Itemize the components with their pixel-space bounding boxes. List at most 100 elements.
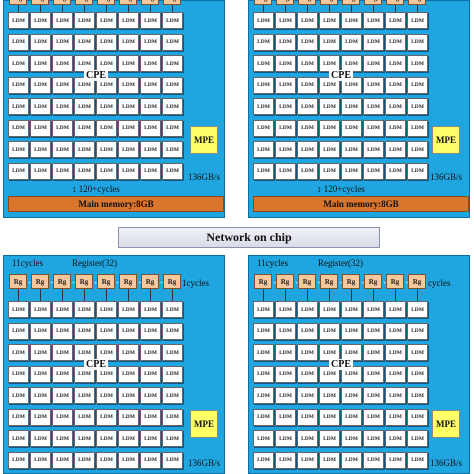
ldm-cell: LDM [385,451,406,469]
register-cell: Rg [163,274,181,289]
ldm-cell: LDM [52,365,73,383]
ldm-cell: LDM [30,162,51,180]
ldm-cell: LDM [407,322,428,340]
ldm-cell: LDM [275,98,296,115]
ldm-cell: LDM [118,119,139,137]
ldm-cell: LDM [275,322,296,340]
ldm-cell: LDM [162,55,183,72]
register-connector [172,289,173,301]
register-cell: Rg [97,274,115,289]
ldm-cell: LDM [341,387,362,404]
cycles-header: 11cycles [12,258,44,268]
ldm-cell: LDM [253,322,274,340]
ldm-cell: LDM [8,387,29,404]
ldm-cell: LDM [96,12,117,29]
ldm-cell: LDM [385,365,406,383]
ldm-cell: LDM [118,162,139,180]
ldm-cell: LDM [275,301,296,318]
ldm-cell: LDM [96,33,117,51]
mpe-box: MPE [432,126,460,154]
ldm-cell: LDM [319,33,340,51]
ldm-cell: LDM [8,55,29,72]
ldm-cell: LDM [319,12,340,29]
ldm-cell: LDM [118,141,139,158]
ldm-cell: LDM [319,387,340,404]
ldm-cell: LDM [385,301,406,318]
register-cell: Rg [408,274,426,289]
register-cell: Rg [53,274,71,289]
ldm-cell: LDM [96,301,117,318]
ldm-cell: LDM [297,301,318,318]
ldm-cell: LDM [385,55,406,72]
ldm-cell: LDM [30,55,51,72]
register-connector [150,289,151,301]
ldm-cell: LDM [30,98,51,115]
mpe-box: MPE [432,410,460,438]
ldm-cell: LDM [96,344,117,361]
ldm-cell: LDM [74,12,95,29]
ldm-cell: LDM [8,119,29,137]
ldm-cell: LDM [363,33,384,51]
ldm-cell: LDM [363,119,384,137]
ldm-cell: LDM [297,162,318,180]
network-on-chip: Network on chip [118,227,380,248]
ldm-cell: LDM [30,322,51,340]
ldm-cell: LDM [52,301,73,318]
register-connector [84,289,85,301]
ldm-cell: LDM [30,76,51,94]
ldm-cell: LDM [52,344,73,361]
ldm-cell: LDM [52,430,73,447]
register-connector [285,289,286,301]
ldm-cell: LDM [52,322,73,340]
ldm-cell: LDM [118,55,139,72]
ldm-cell: LDM [118,12,139,29]
ldm-cell: LDM [363,365,384,383]
register-cell: Rg [342,274,360,289]
ldm-cell: LDM [162,141,183,158]
ldm-cell: LDM [74,162,95,180]
ldm-cell: LDM [118,408,139,426]
ldm-cell: LDM [30,365,51,383]
ldm-cell: LDM [275,344,296,361]
register-connector [329,5,330,12]
ldm-cell: LDM [407,387,428,404]
ldm-cell: LDM [96,141,117,158]
ldm-cell: LDM [297,387,318,404]
ldm-cell: LDM [253,98,274,115]
ldm-cell: LDM [253,430,274,447]
ldm-cell: LDM [275,408,296,426]
ldm-cell: LDM [275,119,296,137]
ldm-cell: LDM [297,322,318,340]
register-cell: Rg [364,0,382,5]
ldm-cell: LDM [407,141,428,158]
register-connector [285,5,286,12]
ldm-cell: LDM [74,33,95,51]
ldm-cell: LDM [385,344,406,361]
register-connector [128,289,129,301]
ldm-cell: LDM [407,55,428,72]
register-cell: Rg [386,274,404,289]
ldm-cell: LDM [319,322,340,340]
register-cell: Rg [119,0,137,5]
ldm-cell: LDM [162,301,183,318]
register-cell: Rg [97,0,115,5]
register-connector [172,5,173,12]
ldm-cell: LDM [297,141,318,158]
ldm-cell: LDM [363,322,384,340]
ldm-cell: LDM [30,430,51,447]
register-cell: Rg [31,274,49,289]
register-connector [62,5,63,12]
register-connector [351,289,352,301]
ldm-cell: LDM [52,76,73,94]
ldm-cell: LDM [140,162,161,180]
ldm-cell: LDM [118,430,139,447]
register-cell: Rg [320,274,338,289]
bandwidth-label: 136GB/s [188,458,221,468]
ldm-cell: LDM [275,12,296,29]
ldm-cell: LDM [319,451,340,469]
register-cell: Rg [298,274,316,289]
ldm-cell: LDM [319,98,340,115]
ldm-cell: LDM [162,451,183,469]
register-cell: Rg [254,0,272,5]
ldm-cell: LDM [253,451,274,469]
